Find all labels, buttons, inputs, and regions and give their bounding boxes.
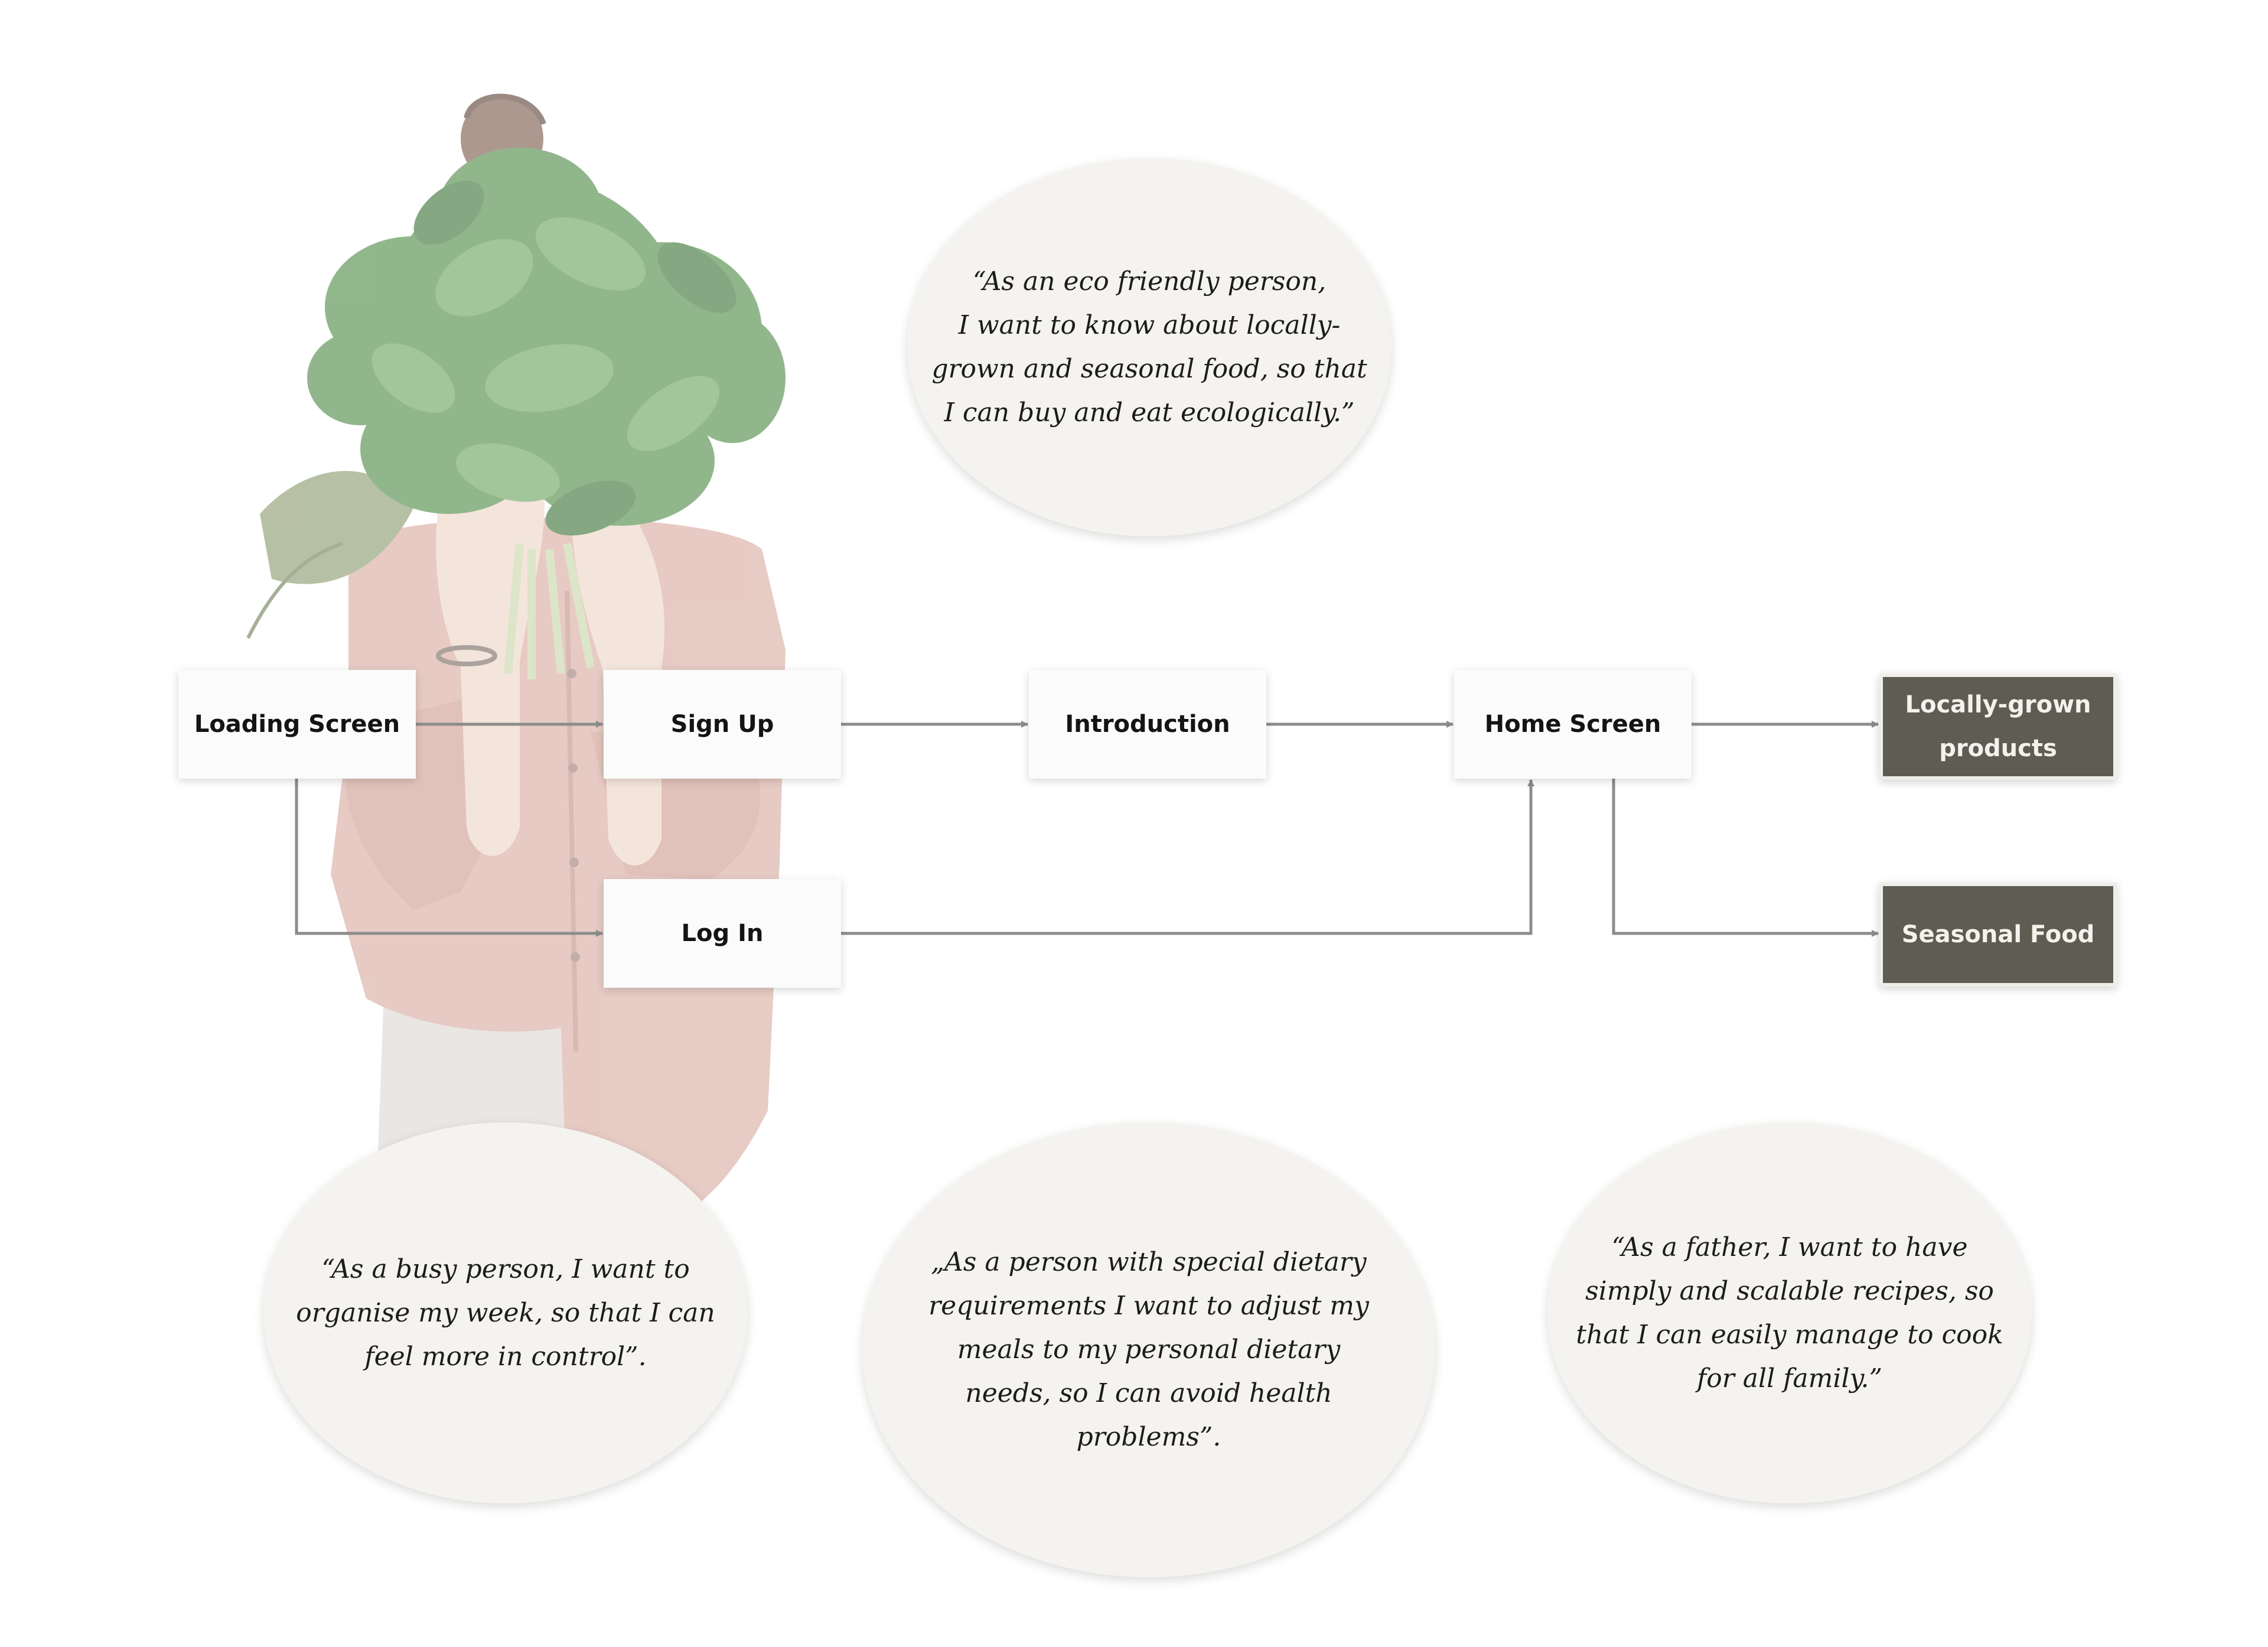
user-story-eco-line-3: grown and seasonal food, so that [931,354,1367,384]
user-story-father-line-4: for all family.” [1696,1363,1883,1394]
user-story-eco-line-2: I want to know about locally- [958,310,1341,340]
node-sign-up[interactable]: Sign Up [604,670,841,779]
node-home-screen[interactable]: Home Screen [1454,670,1692,779]
user-story-eco-line-1: “As an eco friendly person, [972,266,1327,297]
user-story-dietary-line-1: „As a person with special dietary [931,1247,1367,1277]
connector-home-screen-to-seasonal-food [1612,779,1879,937]
user-story-eco-line-4: I can buy and eat ecologically.” [944,398,1355,428]
user-story-father-line-2: simply and scalable recipes, so [1585,1275,1994,1306]
user-story-eco-friendly: “As an eco friendly person, I want to kn… [907,158,1392,536]
user-story-dietary-requirements: „As a person with special dietary requir… [862,1122,1435,1577]
node-home-screen-label: Home Screen [1484,711,1661,738]
connector-loading-screen-to-log-in [295,779,603,937]
user-story-father-line-1: “As a father, I want to have [1611,1232,1968,1262]
node-seasonal-food-label: Seasonal Food [1901,921,2095,948]
node-loading-screen-label: Loading Screen [194,711,400,738]
user-story-dietary-line-4: needs, so I can avoid health [965,1378,1332,1408]
user-story-busy-line-3: feel more in control”. [364,1341,647,1372]
user-story-dietary-line-3: meals to my personal dietary [957,1334,1341,1365]
user-story-busy-line-1: “As a busy person, I want to [321,1254,690,1284]
user-story-busy-line-2: organise my week, so that I can [296,1297,715,1328]
node-log-in-label: Log In [681,920,764,947]
user-story-busy-person: “As a busy person, I want to organise my… [263,1122,748,1503]
node-log-in[interactable]: Log In [604,879,841,988]
node-introduction[interactable]: Introduction [1029,670,1266,779]
node-seasonal-food[interactable]: Seasonal Food [1879,883,2117,987]
user-story-father-line-3: that I can easily manage to cook [1576,1319,2003,1350]
connector-log-in-to-home-screen [841,779,1534,935]
user-story-dietary-line-5: problems”. [1076,1422,1221,1452]
user-story-father: “As a father, I want to have simply and … [1547,1122,2032,1503]
node-locally-grown-label-line-2: products [1939,735,2057,762]
node-locally-grown-label-line-1: Locally-grown [1905,691,2091,718]
node-introduction-label: Introduction [1065,711,1230,738]
node-locally-grown-products[interactable]: Locally-grown products [1879,673,2117,780]
node-sign-up-label: Sign Up [670,711,774,738]
node-loading-screen[interactable]: Loading Screen [178,670,416,779]
user-story-dietary-line-2: requirements I want to adjust my [928,1291,1369,1321]
